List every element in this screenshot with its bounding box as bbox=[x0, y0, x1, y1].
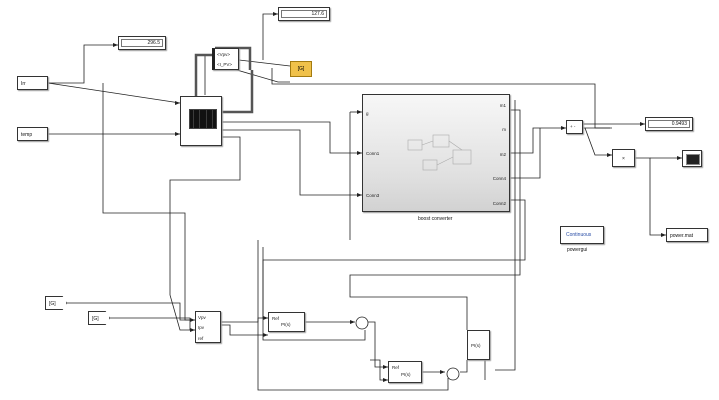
boost-port-m2: m2 bbox=[499, 152, 506, 157]
mppt-block[interactable]: Vpv Ipv ref bbox=[195, 311, 221, 343]
from-tag-g-2[interactable]: [G] bbox=[88, 311, 110, 325]
boost-converter-subsystem[interactable]: g Conn1 Conn3 m1 m m2 Conn4 Conn2 bbox=[362, 94, 510, 212]
pi-controller-3[interactable]: PI(s) bbox=[467, 330, 490, 360]
bus-selector[interactable]: <Vpv> <I_PV> bbox=[212, 48, 239, 70]
powergui-name: powergui bbox=[567, 247, 588, 253]
irr-label: Irr bbox=[21, 81, 26, 87]
voltage-display-value: 296.5 bbox=[121, 39, 163, 47]
mppt-in-vpv: Vpv bbox=[198, 315, 206, 320]
pv-array-block[interactable] bbox=[180, 96, 222, 146]
mppt-in-ref: ref bbox=[198, 336, 204, 341]
from-tag-g-1[interactable]: [G] bbox=[45, 296, 67, 310]
goto-tag-label: [G] bbox=[297, 66, 305, 72]
pi3-pi-label: PI(s) bbox=[471, 343, 481, 348]
temp-inport[interactable]: temp bbox=[17, 127, 48, 141]
boost-port-conn2: Conn2 bbox=[492, 201, 506, 206]
irr-inport[interactable]: Irr bbox=[17, 76, 48, 90]
boost-port-g: g bbox=[366, 111, 369, 116]
from-tag-g-1-label: [G] bbox=[49, 301, 56, 307]
pi2-ref-label: Ref bbox=[392, 365, 400, 370]
product-block[interactable]: × bbox=[612, 149, 635, 167]
scope-icon[interactable] bbox=[682, 150, 702, 167]
boost-port-conn3: Conn3 bbox=[366, 193, 380, 198]
bus-vpv-label: <Vpv> bbox=[217, 52, 231, 57]
demux-symbol: + - bbox=[570, 124, 576, 129]
product-symbol: × bbox=[622, 156, 625, 162]
top-display[interactable]: 127.6 bbox=[278, 7, 330, 21]
top-display-value: 127.6 bbox=[281, 10, 327, 18]
bus-ipv-label: <I_PV> bbox=[217, 62, 233, 67]
to-file-label: power.mat bbox=[670, 233, 694, 239]
boost-converter-name: boost converter bbox=[418, 216, 453, 222]
boost-port-m1: m1 bbox=[499, 103, 506, 108]
powergui-mode: Continuous bbox=[566, 232, 592, 238]
scope-screen bbox=[686, 154, 700, 165]
pi-controller-2[interactable]: Ref PI(s) bbox=[388, 361, 422, 383]
mppt-in-ipv: Ipv bbox=[198, 325, 205, 330]
pv-array-icon bbox=[189, 109, 217, 129]
arrow-heads bbox=[113, 12, 682, 382]
sum-circle-2 bbox=[446, 367, 460, 381]
powergui-block[interactable]: Continuous bbox=[560, 226, 604, 244]
temp-label: temp bbox=[21, 132, 33, 138]
from-tag-g-2-label: [G] bbox=[92, 316, 99, 322]
goto-tag-block[interactable]: [G] bbox=[290, 61, 312, 77]
pi-controller-1[interactable]: Ref PI(s) bbox=[268, 312, 305, 332]
boost-internal-sketch bbox=[407, 134, 472, 171]
pi2-pi-label: PI(s) bbox=[401, 372, 411, 377]
pi1-ref-label: Ref bbox=[272, 316, 280, 321]
voltage-display[interactable]: 296.5 bbox=[118, 36, 166, 50]
boost-port-conn4: Conn4 bbox=[492, 176, 506, 181]
power-display-value: 0.9493 bbox=[648, 120, 690, 128]
sum-circle-1 bbox=[355, 316, 369, 330]
to-file-block[interactable]: power.mat bbox=[666, 228, 708, 242]
power-display[interactable]: 0.9493 bbox=[645, 117, 693, 131]
signal-lines bbox=[47, 13, 682, 391]
boost-port-conn1: Conn1 bbox=[366, 151, 380, 156]
demux-icon[interactable]: + - bbox=[566, 120, 583, 134]
pi1-pi-label: PI(s) bbox=[281, 322, 291, 327]
boost-port-m: m bbox=[502, 127, 506, 132]
